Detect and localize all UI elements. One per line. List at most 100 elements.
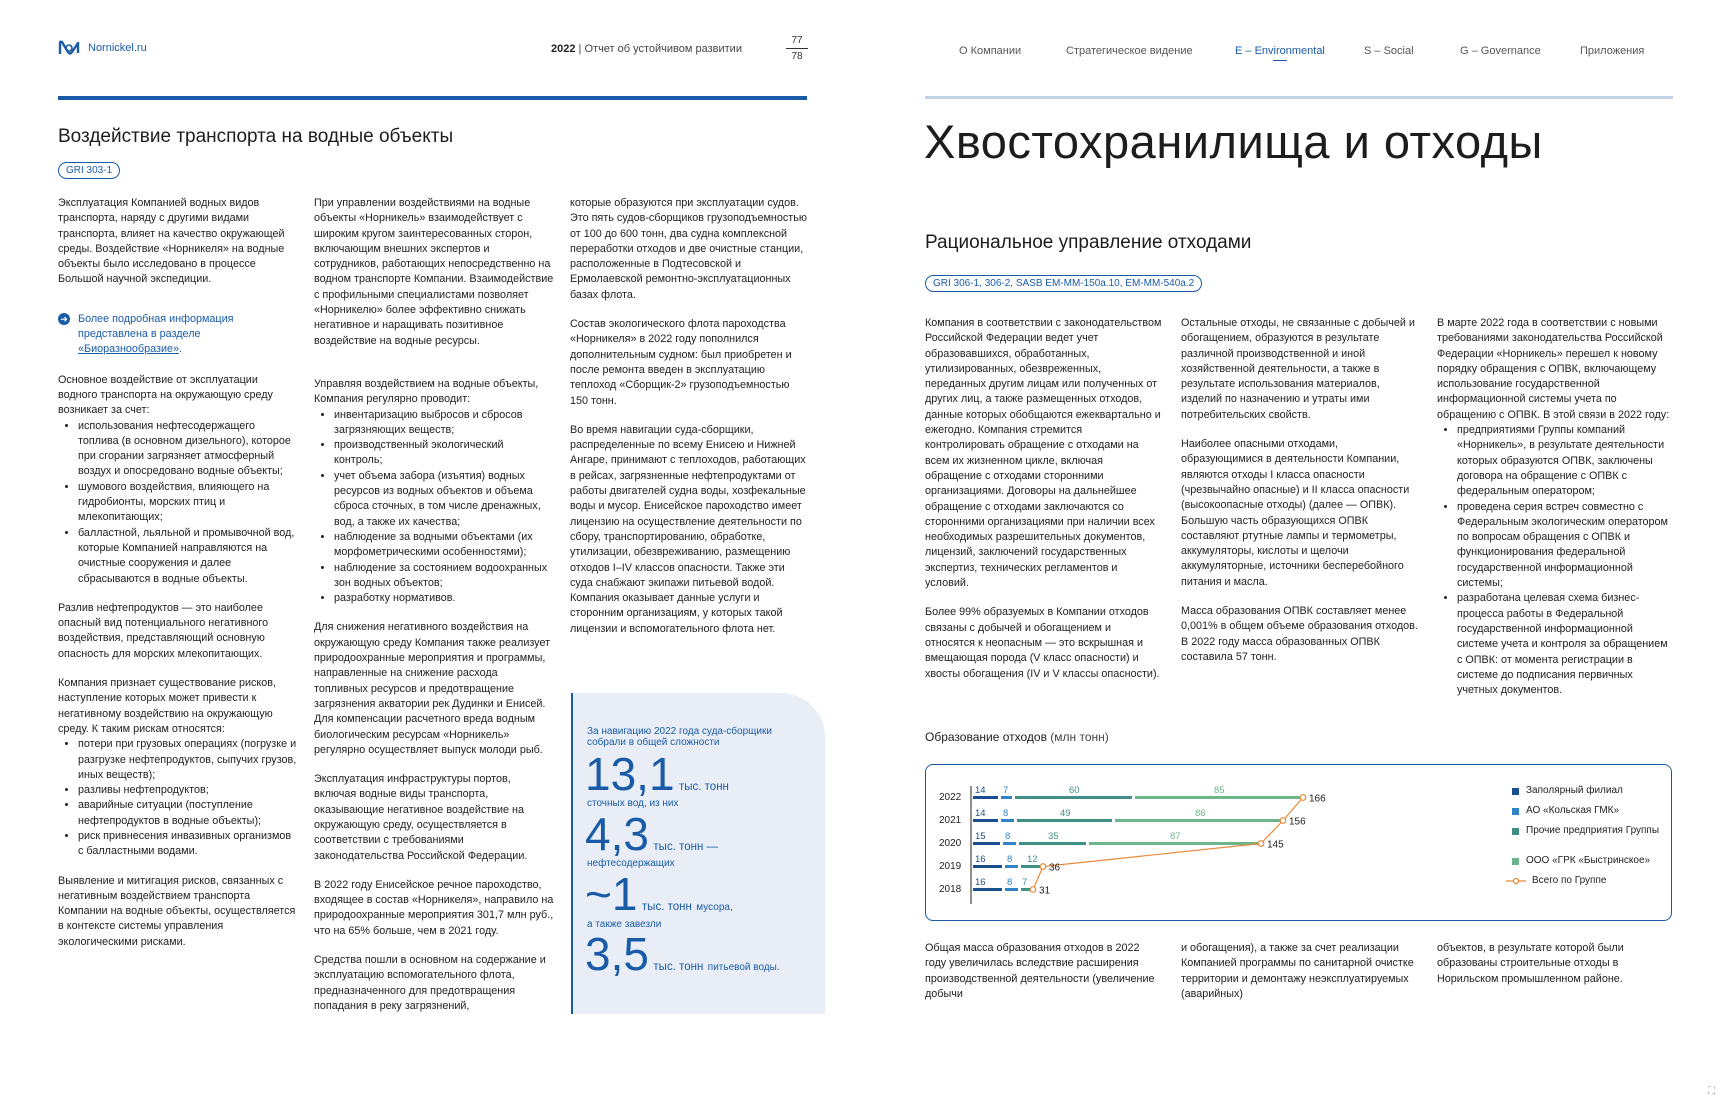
bar-segment [1015, 796, 1132, 799]
bar-segment [973, 796, 998, 799]
paragraph: Основное воздействие от эксплуатации вод… [58, 373, 273, 417]
paragraph: Во время навигации суда-сборщики, распре… [570, 423, 806, 635]
report-name: Отчет об устойчивом развитии [584, 43, 742, 55]
logo[interactable]: Nornickel.ru [58, 40, 147, 56]
paragraph: Управляя воздействием на водные объекты,… [314, 377, 539, 406]
report-title: 2022 | Отчет об устойчивом развитии [551, 43, 742, 55]
list-item: риск привнесения инвазивных организмов с… [78, 829, 298, 860]
paragraph: Наиболее опасными отходами, образующимис… [1181, 438, 1410, 588]
chart-title: Образование отходов (млн тонн) [925, 730, 1109, 744]
bar-segment [1021, 888, 1032, 891]
paragraph: Эксплуатация Компанией водных видов тран… [58, 197, 285, 286]
total-point [1299, 794, 1307, 801]
list-item: разработана целевая схема бизнес-процесс… [1457, 591, 1674, 698]
stat-unit: тыс. тонн [653, 961, 704, 973]
left-column-3: которые образуются при эксплуатации судо… [570, 196, 810, 651]
bar-segment [1017, 819, 1112, 822]
list-item: инвентаризацию выбросов и сбросов загряз… [334, 408, 554, 439]
right-divider [925, 96, 1673, 99]
chart-legend: Заполярный филиал АО «Кольская ГМК» Прочие… [1506, 785, 1672, 895]
stat-unit: тыс. тонн — [653, 841, 719, 853]
bar-value-label: 8 [1007, 877, 1012, 888]
bar-value-label: 35 [1048, 831, 1059, 842]
category-label: 2022 [939, 792, 962, 803]
legend-swatch [1512, 788, 1519, 795]
stat-value: 3,5 [585, 928, 649, 980]
legend-label: Прочие предприятия Группы [1526, 825, 1660, 836]
page-current: 77 [791, 35, 803, 46]
bar-value-label: 8 [1005, 831, 1010, 842]
monitoring-list: инвентаризацию выбросов и сбросов загряз… [314, 408, 554, 607]
bar-value-label: 7 [1022, 877, 1027, 888]
stats-caption: За навигацию 2022 года суда-сборщики соб… [587, 726, 772, 748]
nornickel-logo-icon [58, 40, 80, 55]
info-text: Более подробная информация представлена … [78, 312, 234, 341]
paragraph: Компания признает существование рисков, … [58, 677, 276, 735]
stat-wastewater: 13,1 тыс. тонн [585, 751, 729, 797]
list-item: производственный экологический контроль; [334, 438, 554, 469]
bar-segment [1005, 888, 1018, 891]
paragraph: Масса образования ОПВК составляет менее … [1181, 605, 1418, 663]
paragraph: Средства пошли в основном на содержание … [314, 954, 546, 1012]
bar-value-label: 14 [975, 808, 986, 819]
chart-title-text: Образование отходов [925, 730, 1047, 744]
bar-value-label: 49 [1060, 808, 1071, 819]
arrow-right-icon: ➜ [58, 312, 70, 325]
paragraph: Более 99% образуемых в Компании отходов … [925, 606, 1160, 680]
right-column-3: В марте 2022 года в соответствии с новым… [1437, 316, 1674, 712]
list-item: разработку нормативов. [334, 591, 554, 606]
list-item: наблюдение за состоянием водоохранных зо… [334, 561, 554, 592]
bar-value-label: 14 [975, 785, 986, 796]
list-item: аварийные ситуации (поступление нефтепро… [78, 798, 298, 829]
bar-segment [973, 842, 1000, 845]
report-year: 2022 [551, 43, 576, 55]
nav-about[interactable]: О Компании [959, 45, 1022, 57]
stat-desc: а также завезли [587, 919, 662, 930]
stat-unit: тыс. тонн [678, 781, 729, 793]
paragraph: В марте 2022 года в соответствии с новым… [1437, 317, 1670, 421]
stat-desc: питьевой воды. [707, 962, 780, 973]
stat-value: ~1 [585, 868, 638, 920]
paragraph: В 2022 году Енисейское речное пароходств… [314, 878, 554, 937]
list-item: балластной, льяльной и промывочной вод, … [78, 526, 298, 587]
logo-text: Nornickel.ru [88, 42, 147, 54]
bar-value-label: 87 [1170, 831, 1181, 842]
left-column-1: Эксплуатация Компанией водных видов тран… [58, 196, 298, 964]
stat-unit: тыс. тонн [641, 901, 692, 913]
category-label: 2021 [939, 815, 962, 826]
nav-strategy[interactable]: Стратегическое видение [1066, 45, 1193, 57]
right-column-1: Компания в соответствии с законодательст… [925, 316, 1162, 696]
bar-segment [973, 865, 1002, 868]
bar-segment [1115, 819, 1284, 822]
paragraph: Для снижения негативного воздействия на … [314, 621, 551, 756]
total-value-label: 166 [1309, 794, 1326, 805]
list-item: предприятиями Группы компаний «Норникель… [1457, 423, 1674, 499]
nav-governance[interactable]: G – Governance [1460, 45, 1541, 57]
opvk-list: предприятиями Группы компаний «Норникель… [1437, 423, 1674, 698]
nav-social[interactable]: S – Social [1364, 45, 1414, 57]
stat-value: 4,3 [585, 808, 649, 860]
biodiversity-link[interactable]: «Биоразнообразие» [78, 343, 179, 356]
bar-value-label: 16 [975, 877, 986, 888]
legend-swatch [1512, 858, 1519, 865]
nav-environmental[interactable]: E – Environmental [1235, 45, 1325, 61]
bar-value-label: 60 [1069, 785, 1080, 796]
fullscreen-icon[interactable]: ⛶ [1708, 1086, 1715, 1097]
category-label: 2019 [939, 861, 962, 872]
list-item: учет объема забора (изъятия) водных ресу… [334, 469, 554, 530]
page-numbers: 77 78 [786, 35, 808, 62]
left-divider [58, 96, 807, 100]
total-value-label: 156 [1289, 817, 1306, 828]
paragraph: Остальные отходы, не связанные с добычей… [1181, 317, 1415, 421]
bar-segment [973, 888, 1002, 891]
chart-unit: (млн тонн) [1050, 730, 1109, 744]
nav-appendix[interactable]: Приложения [1580, 45, 1645, 57]
list-item: проведена серия встреч совместно с Федер… [1457, 500, 1674, 592]
info-link-block[interactable]: ➜ Более подробная информация представлен… [58, 312, 298, 358]
paragraph: которые образуются при эксплуатации судо… [570, 197, 807, 301]
legend-label: АО «Кольская ГМК» [1526, 805, 1620, 816]
category-label: 2020 [939, 838, 962, 849]
bar-segment [1001, 819, 1014, 822]
bar-segment [1089, 842, 1260, 845]
legend-label: Заполярный филиал [1526, 785, 1623, 796]
